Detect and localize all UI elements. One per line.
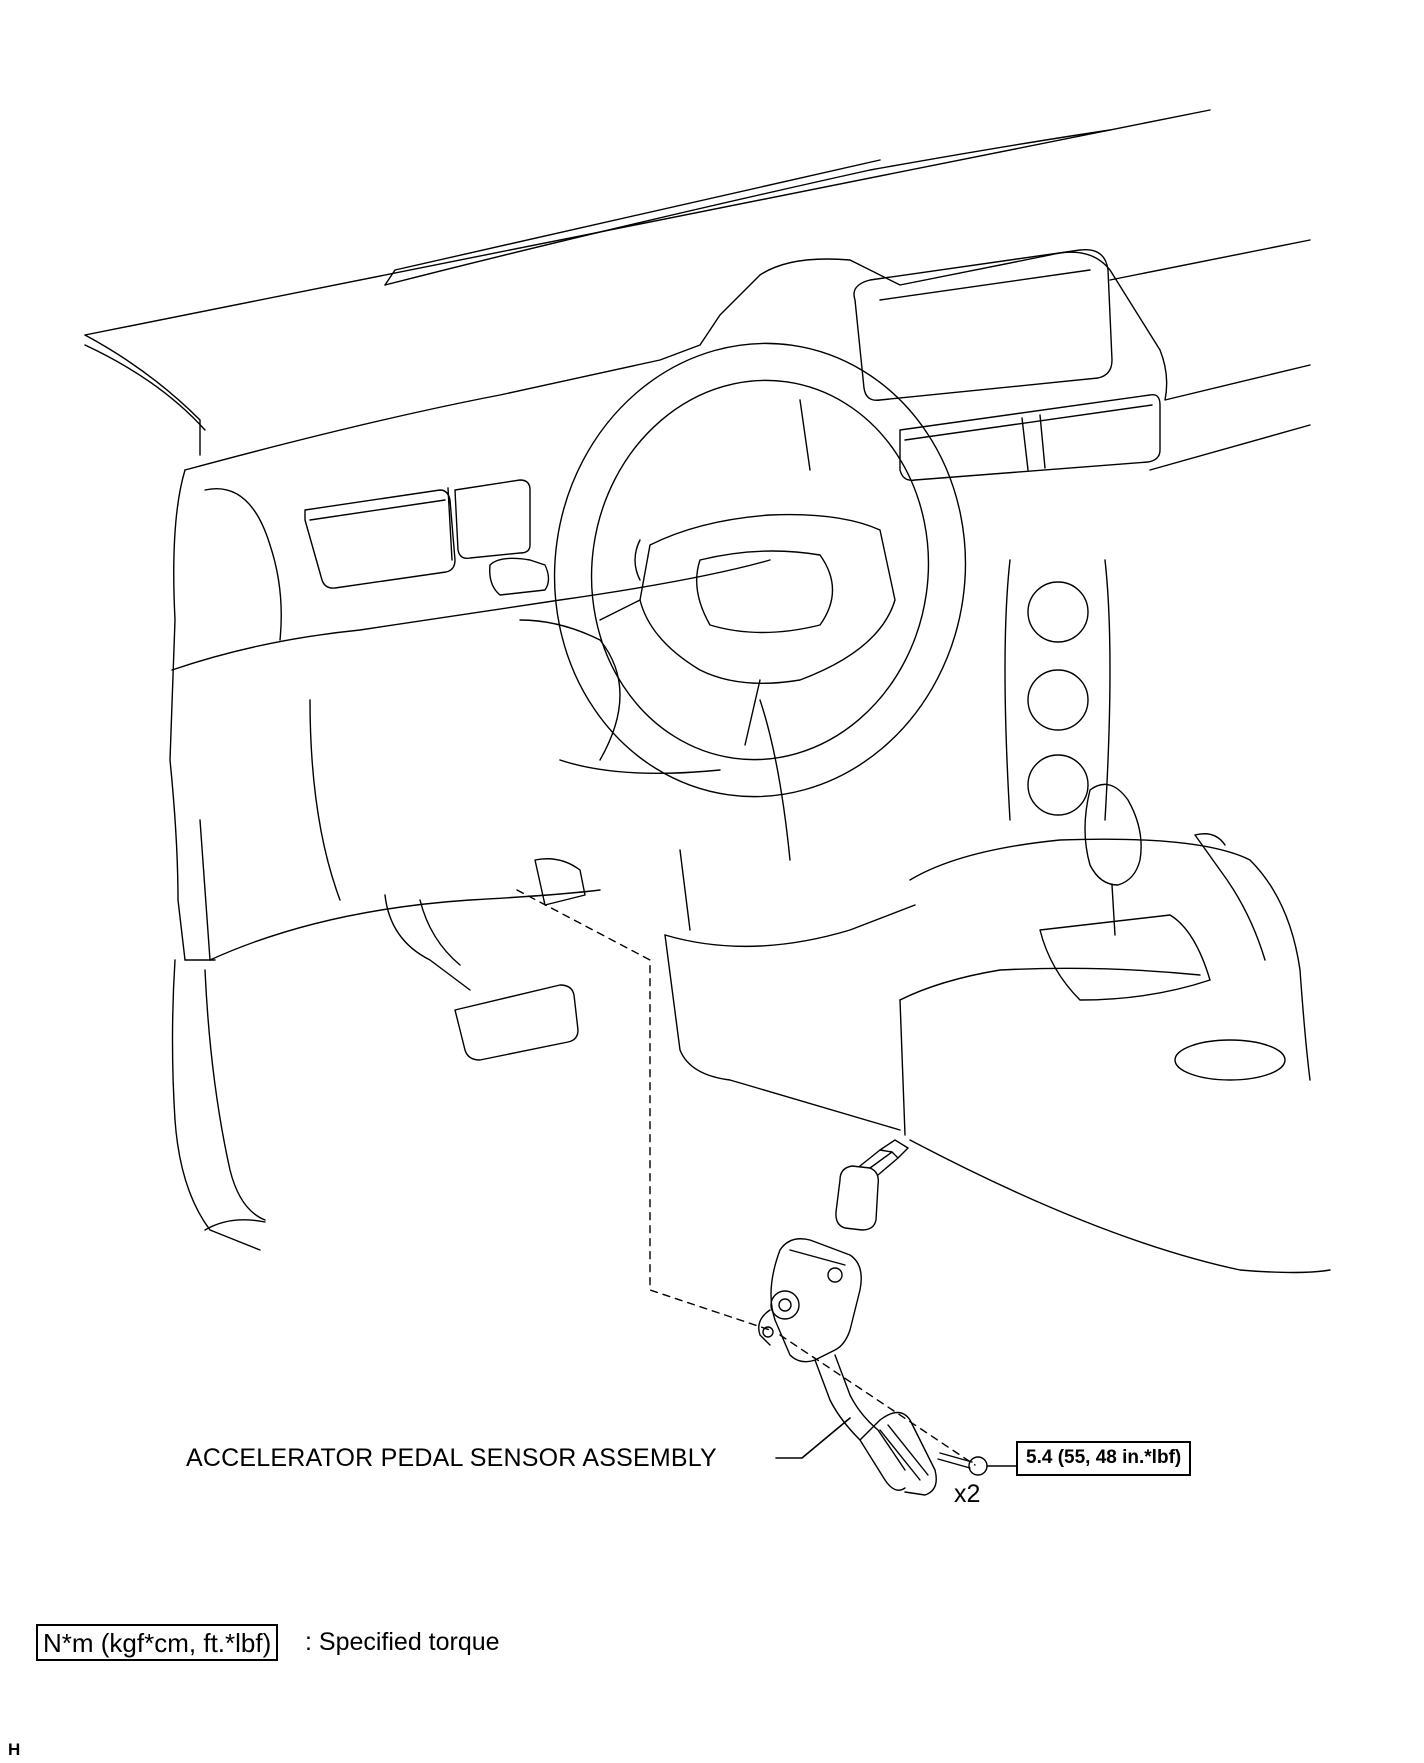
leader-lines [776,1418,1016,1466]
figure-reference-letter: H [8,1740,21,1759]
steering-wheel [525,317,994,824]
bolt [938,1453,987,1475]
lower-dash-panels [535,700,915,1130]
steering-column [490,558,720,773]
bolt-quantity-label: x2 [954,1480,981,1508]
windshield-edge [85,110,1210,455]
brake-pedal [385,895,578,1060]
left-door-trim [173,960,266,1250]
part-name-label: ACCELERATOR PEDAL SENSOR ASSEMBLY [186,1444,717,1472]
center-console [900,834,1330,1273]
sensor-connector [836,1140,908,1230]
legend-description: : Specified torque [305,1628,500,1656]
right-air-vents [900,395,1160,481]
accelerator-pedal-assembly [759,1239,937,1495]
climate-knobs [1005,560,1110,820]
center-display [854,250,1112,401]
left-air-vents [305,480,530,588]
legend-torque-unit-box: N*m (kgf*cm, ft.*lbf) [36,1624,279,1661]
torque-spec-box: 5.4 (55, 48 in.*lbf) [1016,1441,1192,1476]
dashboard-outline [170,240,1310,960]
gear-shifter [1040,784,1210,1000]
installation-guide-dashed-line [517,890,975,1465]
